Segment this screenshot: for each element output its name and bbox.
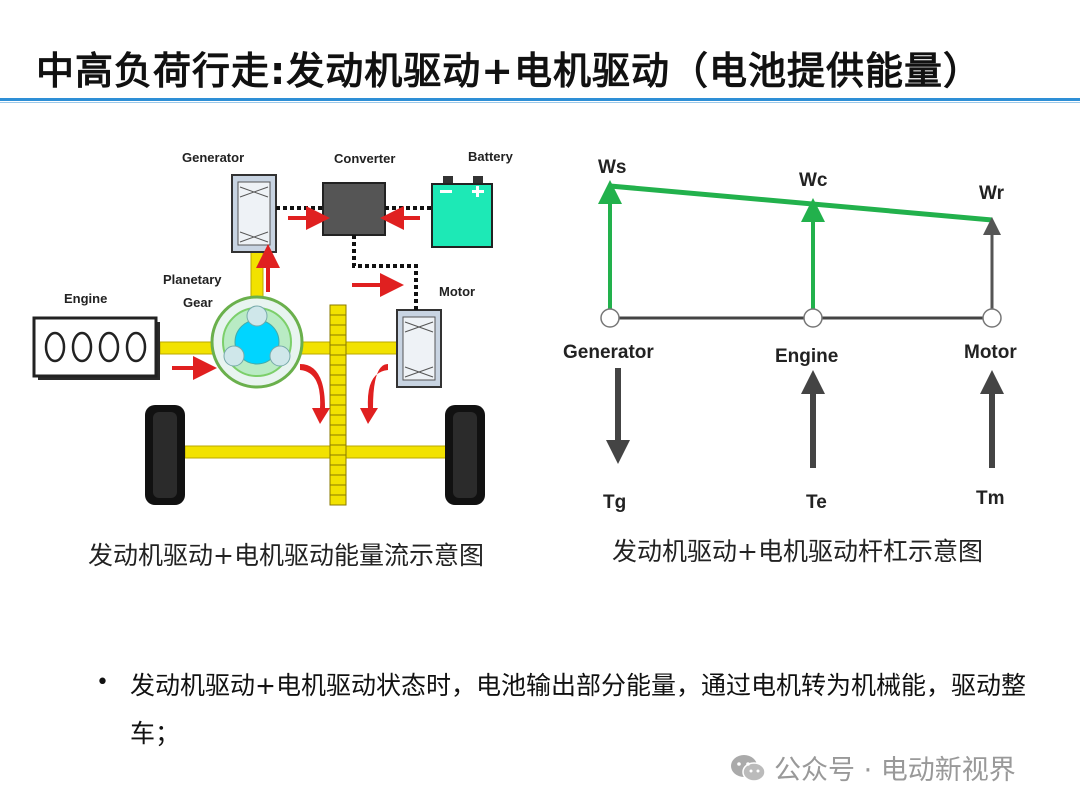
title-underline-thin	[0, 102, 1080, 103]
slide-title: 中高负荷行走:发动机驱动+电机驱动（电池提供能量）	[36, 49, 983, 93]
watermark: 公众号 · 电动新视界	[730, 748, 1016, 787]
engine-block	[32, 316, 160, 380]
node-engine	[803, 308, 823, 328]
label-gear: Gear	[183, 295, 213, 310]
label-motor: Motor	[439, 284, 476, 299]
converter-box	[322, 182, 386, 236]
caption-lever: 发动机驱动+电机驱动杆杠示意图	[612, 537, 983, 566]
planetary-gear	[210, 295, 304, 389]
node-generator	[600, 308, 620, 328]
curved-arrow-left	[300, 364, 330, 424]
bullet-text: 发动机驱动+电机驱动状态时，电池输出部分能量，通过电机转为机械能，驱动整车；	[130, 671, 1026, 748]
curved-arrow-right	[360, 364, 388, 424]
label-generator: Generator	[182, 150, 245, 165]
bullet-marker: •	[96, 670, 109, 695]
label-node-engine: Engine	[775, 346, 839, 367]
gear-rack	[329, 304, 347, 506]
title-underline	[0, 98, 1080, 101]
label-node-motor: Motor	[964, 342, 1017, 363]
energy-flow-arrows	[172, 206, 420, 380]
label-engine: Engine	[64, 291, 108, 306]
node-motor	[982, 308, 1002, 328]
battery-unit	[431, 176, 493, 248]
wheel-left	[145, 405, 185, 505]
wechat-icon	[731, 754, 766, 782]
label-wc: Wc	[799, 170, 828, 191]
label-tm: Tm	[976, 488, 1005, 509]
label-planetary: Planetary	[163, 272, 222, 287]
label-wr: Wr	[979, 183, 1004, 204]
label-ws: Ws	[598, 157, 627, 178]
caption-energy-flow: 发动机驱动+电机驱动能量流示意图	[88, 541, 484, 570]
motor-unit	[396, 309, 442, 388]
label-tg: Tg	[603, 492, 627, 513]
label-battery: Battery	[468, 149, 513, 164]
label-converter: Converter	[334, 151, 396, 166]
label-node-generator: Generator	[563, 342, 654, 363]
watermark-text: 公众号 · 电动新视界	[774, 755, 1016, 786]
label-te: Te	[806, 492, 827, 513]
wheel-right	[445, 405, 485, 505]
generator-unit	[231, 174, 277, 253]
